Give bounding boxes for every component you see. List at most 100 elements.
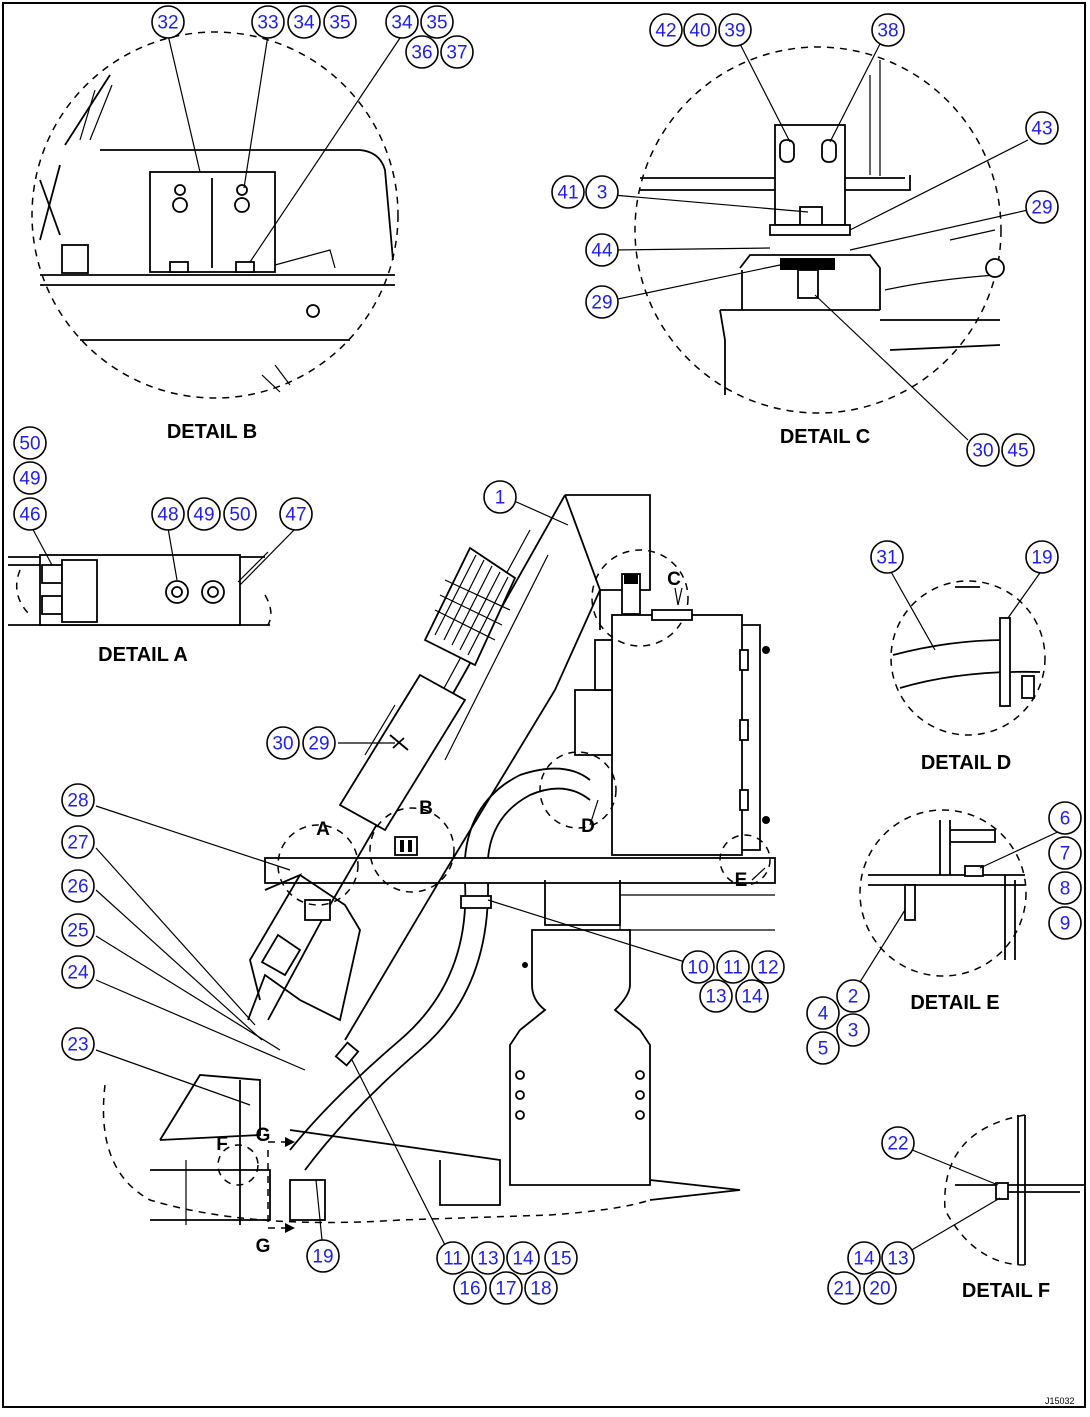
callout-balloon [223, 497, 257, 531]
callout-number: 38 [877, 21, 898, 42]
detail-b-label: DETAIL B [167, 421, 257, 443]
callout-1: 1 [483, 480, 517, 514]
callout-number: 33 [257, 13, 278, 34]
view-marker-d: D [581, 816, 595, 837]
callout-24: 24 [61, 955, 95, 989]
callout-balloon [827, 1271, 861, 1305]
callout-number: 10 [687, 958, 708, 979]
callout-balloon [436, 1241, 470, 1275]
callout-34: 34 [287, 5, 321, 39]
callout-33: 33 [251, 5, 285, 39]
callout-number: 14 [741, 987, 763, 1008]
callout-number: 3 [848, 1021, 859, 1042]
callout-12: 12 [751, 950, 785, 984]
callout-number: 36 [411, 43, 432, 64]
callout-balloon [440, 35, 474, 69]
callout-39: 39 [718, 13, 752, 47]
callout-balloon [1025, 540, 1059, 574]
callout-number: 8 [1060, 879, 1071, 900]
callout-balloon [806, 996, 840, 1030]
callout-number: 42 [655, 21, 676, 42]
callout-number: 37 [446, 43, 467, 64]
callout-7: 7 [1048, 836, 1082, 870]
callout-number: 34 [391, 13, 413, 34]
callout-48: 48 [151, 497, 185, 531]
callout-29: 29 [585, 285, 619, 319]
callout-13: 13 [471, 1241, 505, 1275]
callout-balloon [1048, 871, 1082, 905]
callout-balloon [870, 540, 904, 574]
callout-number: 29 [308, 734, 329, 755]
callout-9: 9 [1048, 906, 1082, 940]
callout-balloon [306, 1239, 340, 1273]
callout-number: 13 [705, 987, 726, 1008]
callout-30: 30 [966, 433, 1000, 467]
callout-number: 12 [757, 958, 778, 979]
callout-balloon [151, 5, 185, 39]
callout-number: 43 [1031, 119, 1052, 140]
callout-balloon [699, 979, 733, 1013]
callout-32: 32 [151, 5, 185, 39]
callout-number: 48 [157, 505, 178, 526]
view-marker-g-bottom: G [256, 1236, 271, 1257]
callout-8: 8 [1048, 871, 1082, 905]
view-marker-f: F [216, 1134, 228, 1155]
callout-46: 46 [13, 497, 47, 531]
callout-number: 1 [495, 488, 506, 509]
callout-number: 20 [869, 1279, 890, 1300]
callout-10: 10 [681, 950, 715, 984]
callout-35: 35 [420, 5, 454, 39]
callout-4: 4 [806, 996, 840, 1030]
callout-balloon [881, 1241, 915, 1275]
detail-e-view [854, 809, 1063, 991]
callout-balloon [61, 955, 95, 989]
callout-number: 30 [272, 734, 293, 755]
callout-11: 11 [716, 950, 750, 984]
callout-14: 14 [735, 979, 769, 1013]
callout-23: 23 [61, 1027, 95, 1061]
callout-balloon [151, 497, 185, 531]
callout-number: 34 [293, 13, 315, 34]
callout-44: 44 [585, 233, 619, 267]
callout-balloon [836, 979, 870, 1013]
callout-number: 19 [312, 1247, 333, 1268]
callout-balloon [966, 433, 1000, 467]
callout-number: 31 [876, 548, 897, 569]
callout-number: 28 [67, 791, 88, 812]
callout-number: 49 [19, 469, 40, 490]
callout-balloon [836, 1013, 870, 1047]
callout-17: 17 [489, 1271, 523, 1305]
callout-number: 16 [459, 1279, 480, 1300]
callout-number: 18 [530, 1279, 551, 1300]
callout-balloon [323, 5, 357, 39]
callout-49: 49 [13, 461, 47, 495]
view-marker-e: E [735, 870, 748, 891]
detail-d-label: DETAIL D [921, 752, 1011, 774]
callout-balloon [251, 5, 285, 39]
callout-balloon [405, 35, 439, 69]
callout-number: 17 [495, 1279, 516, 1300]
callout-38: 38 [871, 13, 905, 47]
callout-36: 36 [405, 35, 439, 69]
callout-14: 14 [847, 1241, 881, 1275]
callout-number: 41 [557, 183, 578, 204]
callout-balloon [420, 5, 454, 39]
detail-c-label: DETAIL C [780, 426, 870, 448]
callout-41: 41 [551, 175, 585, 209]
callout-balloon [287, 5, 321, 39]
callout-number: 44 [591, 241, 613, 262]
callout-balloon [13, 497, 47, 531]
callout-35: 35 [323, 5, 357, 39]
callout-balloon [681, 950, 715, 984]
callout-number: 14 [853, 1249, 875, 1270]
view-marker-a: A [316, 819, 330, 840]
callout-balloon [61, 1027, 95, 1061]
callout-number: 7 [1060, 844, 1071, 865]
callout-number: 50 [19, 434, 40, 455]
callout-number: 21 [833, 1279, 854, 1300]
callout-balloon [718, 13, 752, 47]
callout-34: 34 [385, 5, 419, 39]
callout-6: 6 [1048, 801, 1082, 835]
callout-31: 31 [870, 540, 904, 574]
